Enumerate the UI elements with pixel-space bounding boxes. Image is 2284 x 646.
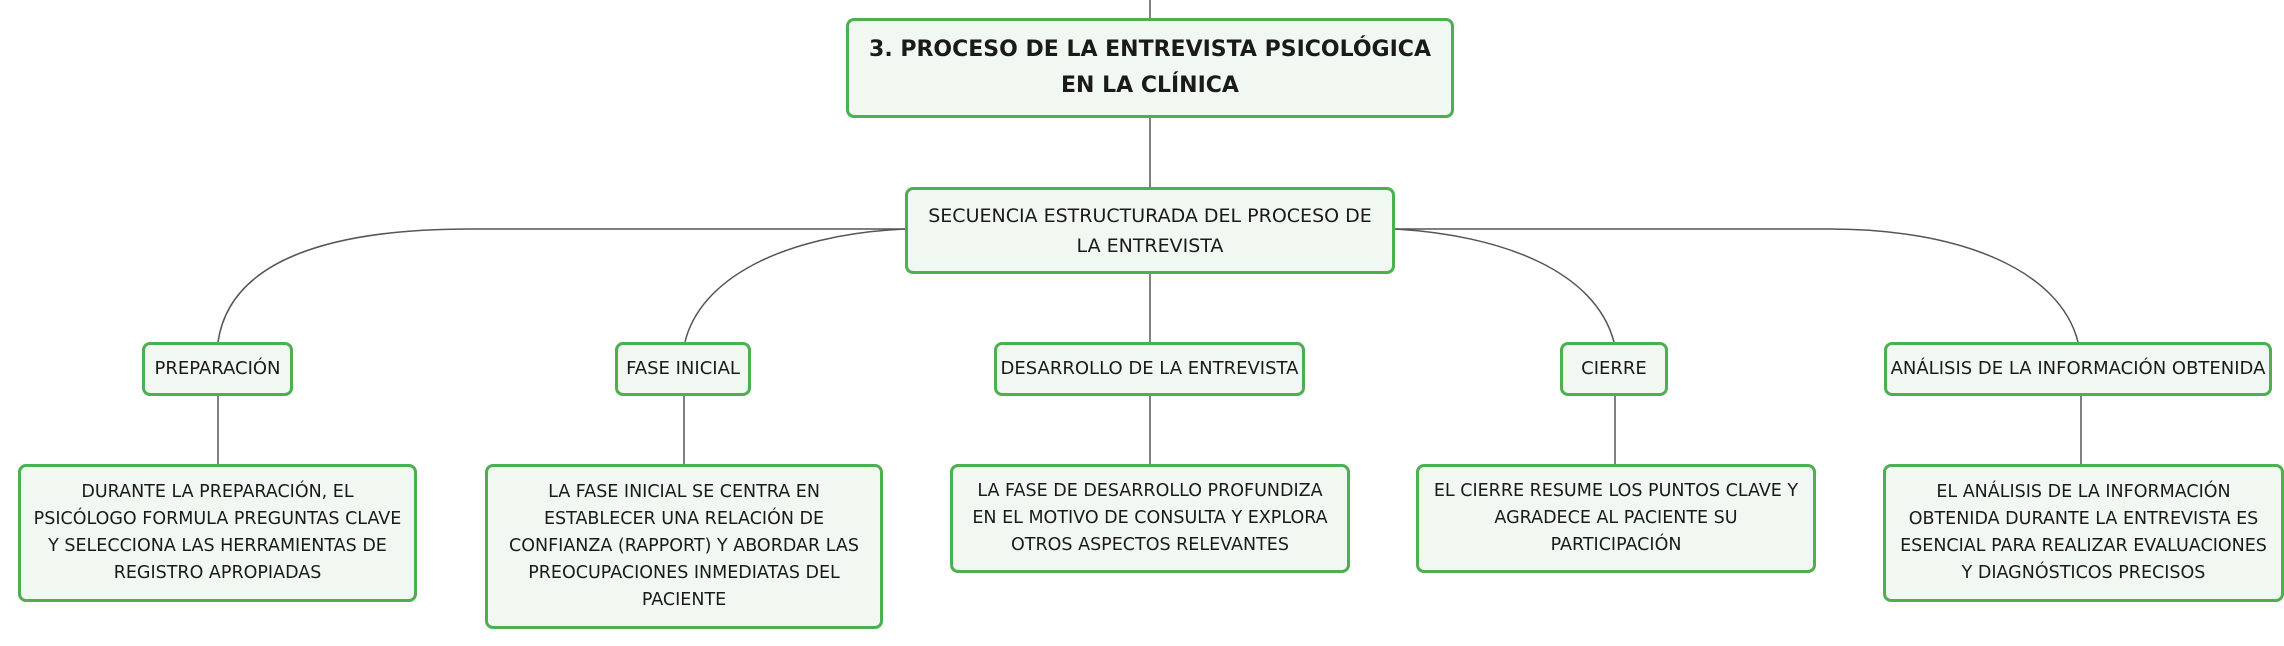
description-node-desarrollo[interactable]: LA FASE DE DESARROLLO PROFUNDIZA EN EL M… (950, 464, 1350, 573)
connector-level1-to-fase-inicial (684, 228, 906, 343)
branch-node-preparacion[interactable]: PREPARACIÓN (142, 342, 293, 396)
branch-node-fase-inicial[interactable]: FASE INICIAL (615, 342, 751, 396)
root-node[interactable]: 3. PROCESO DE LA ENTREVISTA PSICOLÓGICA … (846, 18, 1454, 118)
level1-node[interactable]: SECUENCIA ESTRUCTURADA DEL PROCESO DE LA… (905, 187, 1395, 274)
description-node-cierre[interactable]: EL CIERRE RESUME LOS PUNTOS CLAVE Y AGRA… (1416, 464, 1816, 573)
description-node-preparacion[interactable]: DURANTE LA PREPARACIÓN, EL PSICÓLOGO FOR… (18, 464, 417, 602)
branch-node-desarrollo[interactable]: DESARROLLO DE LA ENTREVISTA (994, 342, 1305, 396)
branch-node-analisis[interactable]: ANÁLISIS DE LA INFORMACIÓN OBTENIDA (1884, 342, 2272, 396)
connector-level1-to-analisis (1395, 228, 2079, 343)
branch-node-cierre[interactable]: CIERRE (1560, 342, 1668, 396)
connector-level1-to-preparacion (217, 228, 905, 343)
description-node-analisis[interactable]: EL ANÁLISIS DE LA INFORMACIÓN OBTENIDA D… (1883, 464, 2284, 602)
connector-level1-to-cierre (1394, 228, 1615, 343)
description-node-fase-inicial[interactable]: LA FASE INICIAL SE CENTRA EN ESTABLECER … (485, 464, 883, 629)
